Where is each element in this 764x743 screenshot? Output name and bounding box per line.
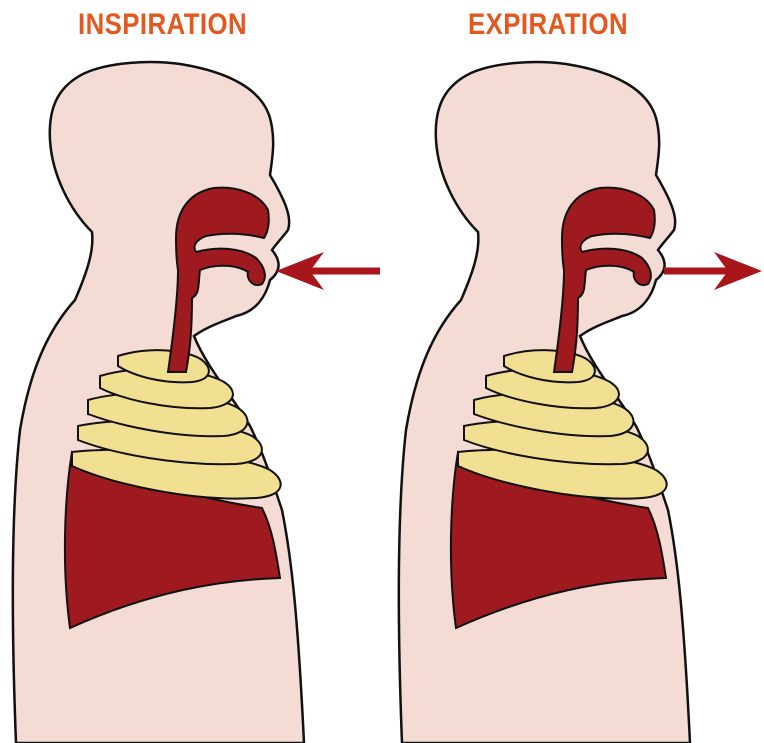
inward-arrow-icon	[276, 252, 380, 290]
expiration-figure	[399, 62, 690, 743]
inspiration-figure	[13, 62, 304, 743]
outward-arrow-icon	[664, 252, 762, 290]
